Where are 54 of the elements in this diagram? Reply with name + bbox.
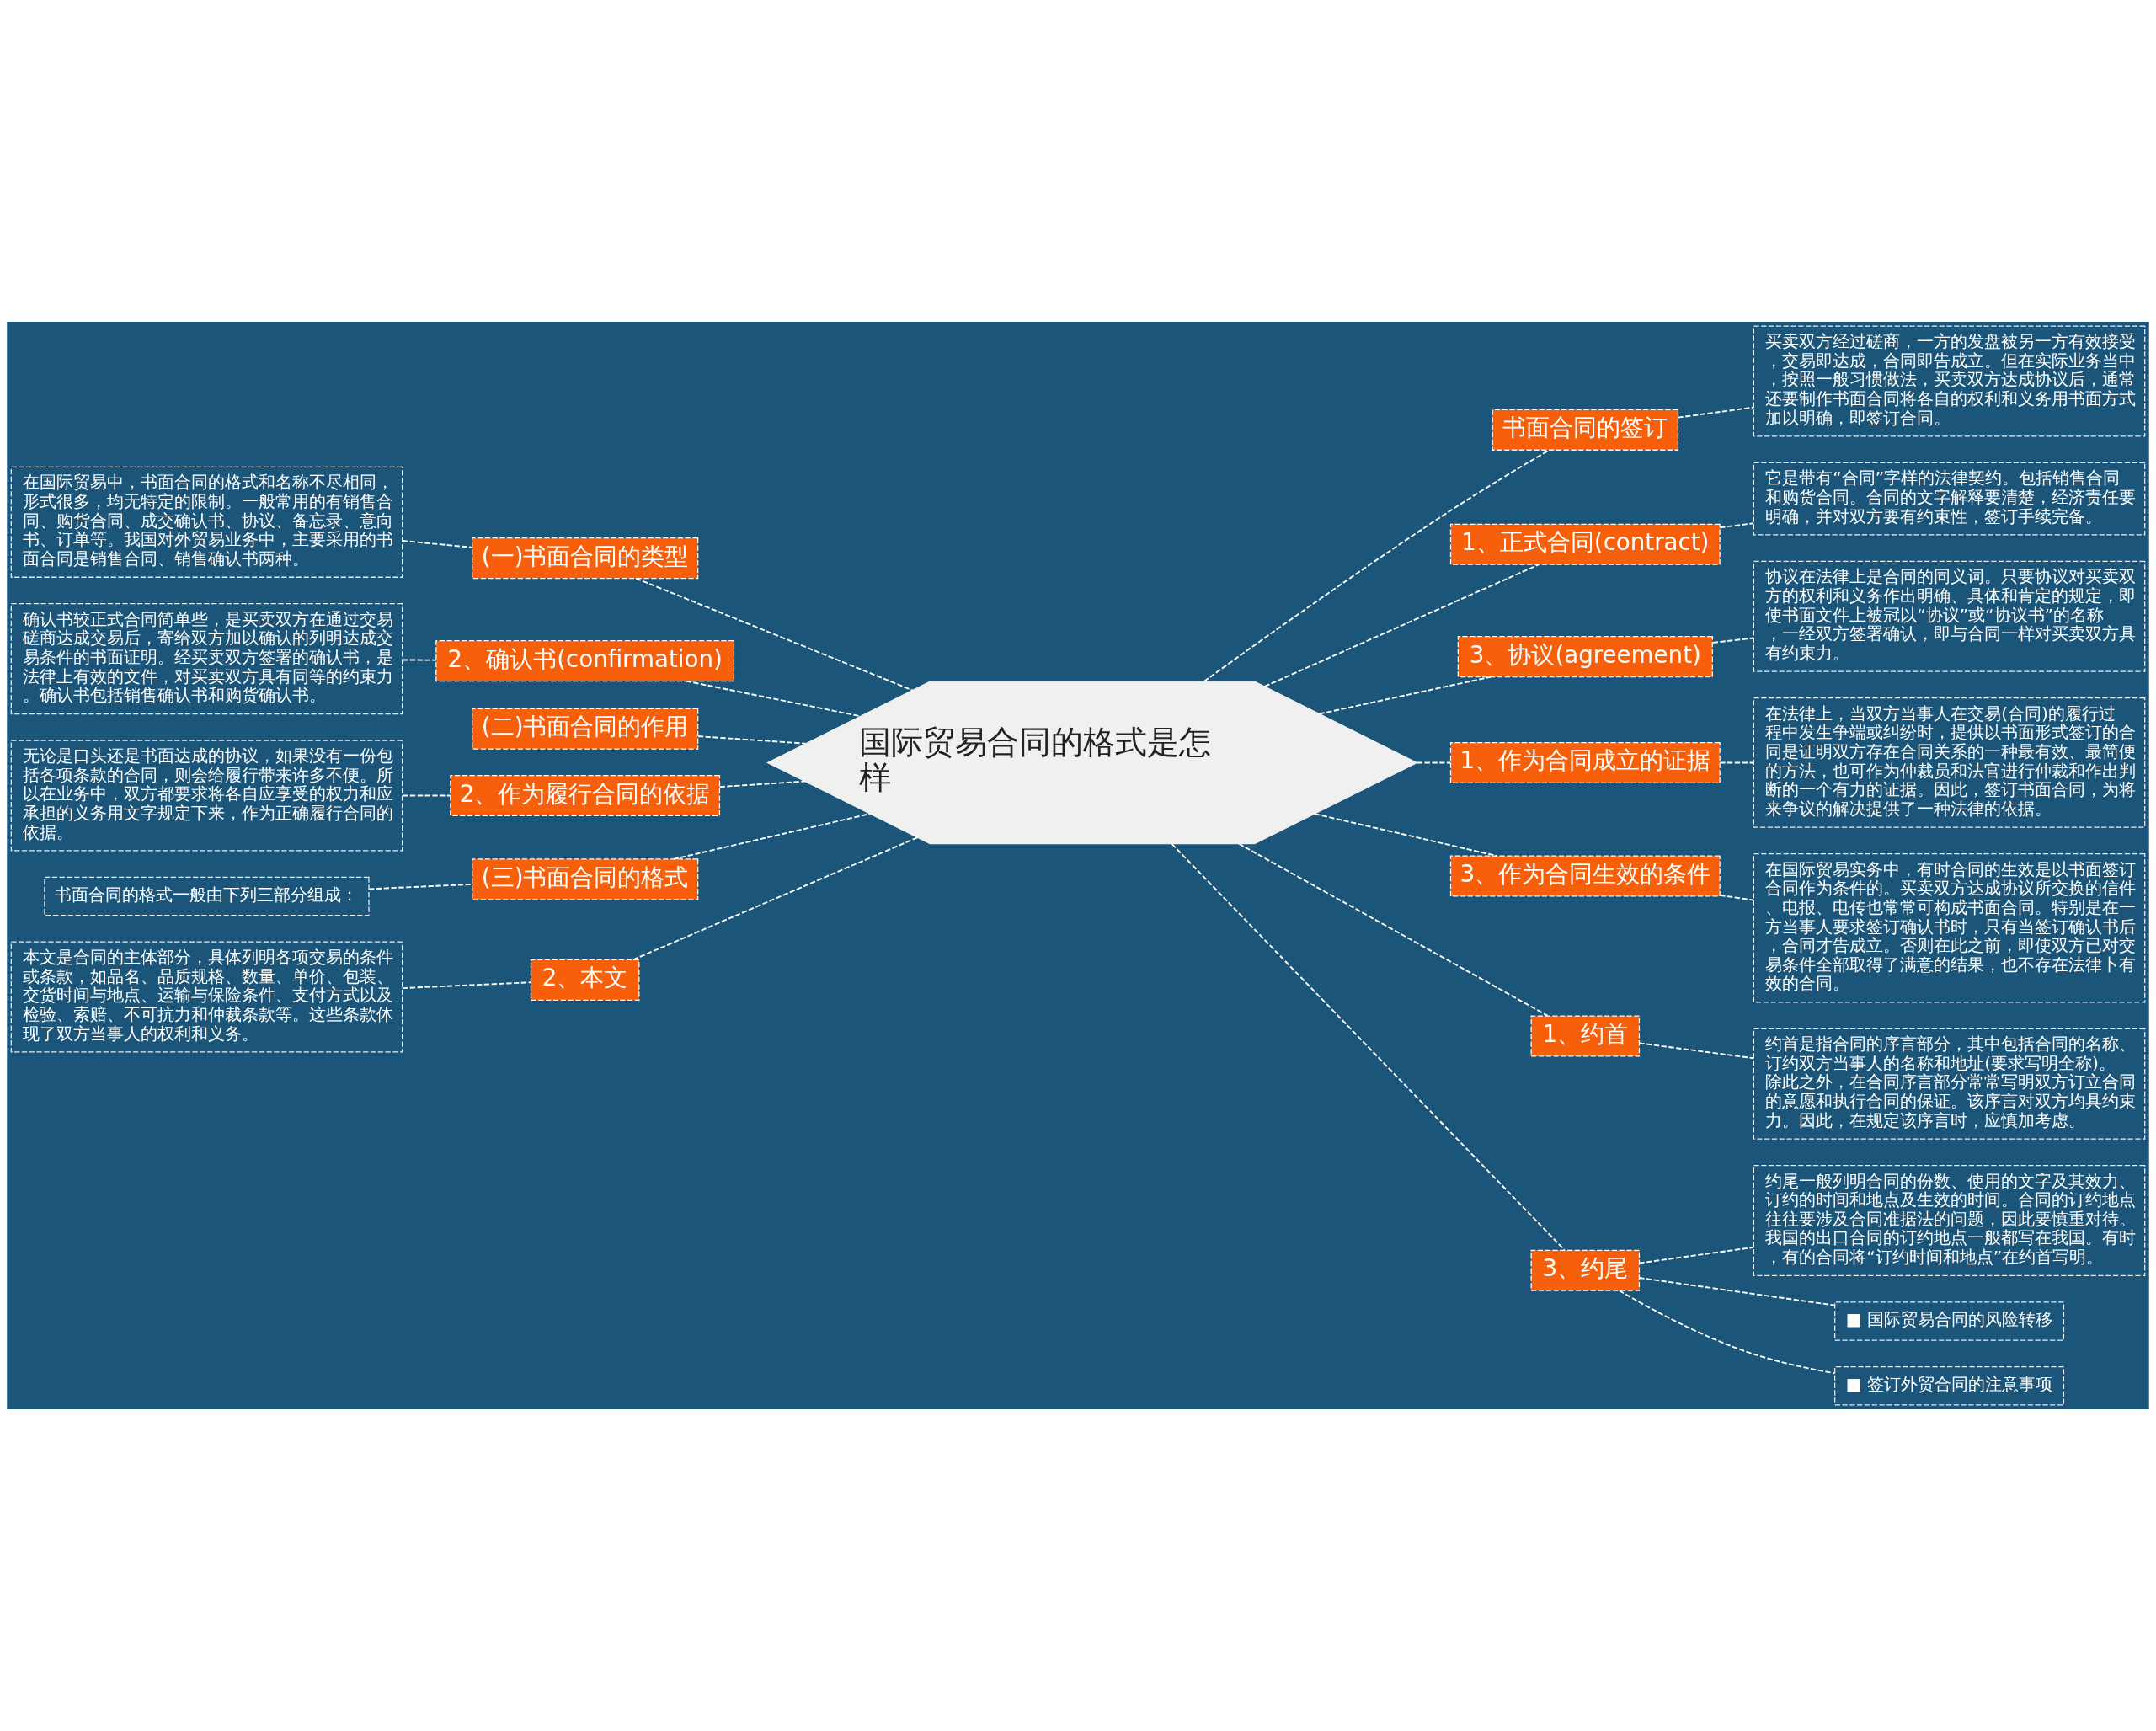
node-box: 买卖双方经过磋商，一方的发盘被另一方有效接受，交易即达成，合同即告成立。但在实际业务当中，按照一般习惯做法，买卖双方达成协议后，通常还要制作书面合同将各自的权利和义务用书面方式加以明确，即签订合同。 <box>1753 325 2146 437</box>
connector <box>1719 894 1755 901</box>
connector <box>718 780 806 788</box>
node-box: 2、本文 <box>530 959 640 1001</box>
node-box: 1、作为合同成立的证据 <box>1449 741 1721 783</box>
node-box: 1、正式合同(contract) <box>1449 523 1721 565</box>
node-box: 在法律上，当双方当事人在交易(合同)的履行过程中发生争端或纠纷时，提供以书面形式签订的合同是证明双方存在合同关系的一种最有效、最简便的方法，也可作为仲裁员和法官进行仲裁和作出判断的一个有力的证据。因此，签订书面合同，为将来争议的解决提供了一种法律的依据。 <box>1753 697 2146 828</box>
node-box: 1、约首 <box>1530 1015 1641 1057</box>
node-box: 确认书较正式合同简单些，是买卖双方在通过交易磋商达成交易后，寄给双方加以确认的列明达成交易条件的书面证明。经买卖双方签署的确认书，是法律上有效的文件，对买卖双方具有同等的约束力。确认书包括销售确认书和购货确认书。 <box>10 603 403 715</box>
connector <box>1238 842 1549 1017</box>
connector <box>1638 1246 1755 1264</box>
connector <box>1677 406 1754 419</box>
node-box: 书面合同的签订 <box>1492 409 1679 451</box>
node-box: 本文是合同的主体部分，具体列明各项交易的条件或条款，如品名、品质规格、数量、单价、包装、交货时间与地点、运输与保险条件、支付方式以及检验、索赔、不可抗力和仲裁条款等。这些条款体现了双方当事人的权利和义务。 <box>10 941 403 1053</box>
node-box: 2、作为履行合同的依据 <box>450 774 721 816</box>
connector <box>1638 1042 1755 1060</box>
connector <box>632 836 919 961</box>
node-box: 书面合同的格式一般由下列三部分组成： <box>44 876 370 916</box>
node-box: 2、确认书(confirmation) <box>435 640 735 682</box>
connector <box>672 813 871 860</box>
connector <box>1416 761 1452 764</box>
connector <box>685 680 862 718</box>
node-box: 无论是口头还是书面达成的协议，如果没有一份包括各项条款的合同，则会给履行带来许多不便。所以在业务中，双方都要求将各自应享受的权力和应承担的义务用文字规定下来，作为正确履行合同的依据。 <box>10 740 403 852</box>
node-box: 3、作为合同生效的条件 <box>1449 855 1721 897</box>
connector <box>635 577 914 692</box>
node-box: 它是带有“合同”字样的法律契约。包括销售合同和购货合同。合同的文字解释要清楚，经济责任要明确，并对双方要有约束性，签订手续完备。 <box>1753 462 2146 536</box>
connector <box>1318 676 1492 715</box>
connector <box>1711 637 1755 644</box>
node-box: ■ 签订外贸合同的注意事项 <box>1834 1366 2065 1406</box>
node-box: (三)书面合同的格式 <box>472 858 699 900</box>
node-box: 3、协议(agreement) <box>1457 636 1713 678</box>
connector <box>401 540 473 548</box>
node-box: 约尾一般列明合同的份数、使用的文字及其效力、订约的时间和地点及生效的时间。合同的订约地点往往要涉及合同准据法的问题，因此要慎重对待。我国的出口合同的订约地点一般都写在我国。有时，有的合同将“订约时间和地点”在约首写明。 <box>1753 1164 2146 1277</box>
connector <box>1203 449 1550 682</box>
connector <box>1719 761 1755 764</box>
connector <box>401 659 437 661</box>
connector <box>1638 1277 1836 1306</box>
connector <box>1171 843 1566 1251</box>
connector <box>697 735 807 745</box>
node-box: 3、约尾 <box>1530 1249 1641 1291</box>
connector <box>401 794 451 797</box>
connector <box>401 981 532 990</box>
connector <box>368 883 473 890</box>
connector <box>1719 522 1755 529</box>
node-box: 在国际贸易中，书面合同的格式和名称不尽相同，形式很多，均无特定的限制。一般常用的有销售合同、购货合同、成交确认书、协议、备忘录、意向书、订单等。我国对外贸易业务中，主要采用的书面合同是销售合同、销售确认书两种。 <box>10 466 403 578</box>
connector <box>1618 1290 1836 1375</box>
node-box: 协议在法律上是合同的同义词。只要协议对买卖双方的权利和义务作出明确、具体和肯定的规定，即使书面文件上被冠以“协议”或“协议书”的名称，一经双方签署确认，即与合同一样对买卖双方具有约束力。 <box>1753 560 2146 672</box>
connector <box>1314 813 1498 857</box>
node-box: ■ 国际贸易合同的风险转移 <box>1834 1301 2065 1341</box>
connector <box>1263 564 1540 687</box>
node-box: 约首是指合同的序言部分，其中包括合同的名称、订约双方当事人的名称和地址(要求写明全称)。除此之外，在合同序言部分常常写明双方订立合同的意愿和执行合同的保证。该序言对双方均具约束力。因此，在规定该序言时，应慎加考虑。 <box>1753 1028 2146 1140</box>
node-box: (二)书面合同的作用 <box>472 708 699 750</box>
node-box: 在国际贸易实务中，有时合同的生效是以书面签订合同作为条件的。买卖双方达成协议所交换的信件、电报、电传也常常可构成书面合同。特别是在一方当事人要求签订确认书时，只有当签订确认书后，合同才告成立。否则在此之前，即使双方已对交易条件全部取得了满意的结果，也不存在法律卜有效的合同。 <box>1753 853 2146 1003</box>
node-box: (一)书面合同的类型 <box>472 537 699 580</box>
